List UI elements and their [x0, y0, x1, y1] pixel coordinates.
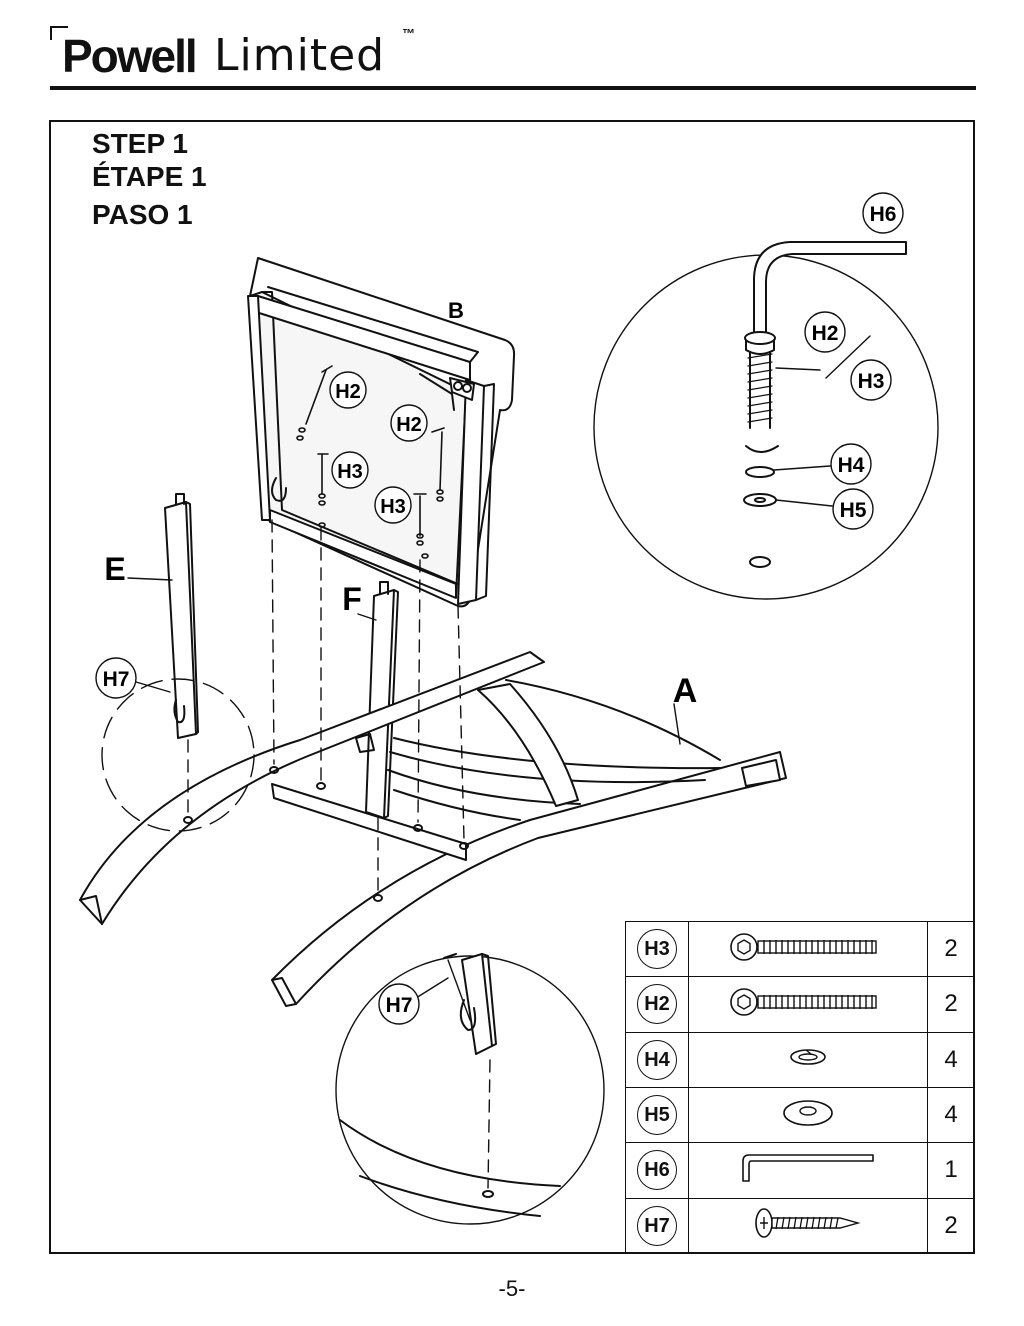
callout-h7-bottom: H7 — [378, 983, 420, 1025]
leg-f — [365, 581, 399, 819]
svg-text:H2: H2 — [812, 322, 839, 345]
table-row: H5 4 — [625, 1086, 975, 1144]
svg-text:H7: H7 — [386, 994, 413, 1017]
hardware-qty: 2 — [927, 1197, 975, 1255]
hardware-code: H7 — [637, 1205, 677, 1246]
callout-h5-detail: H5 — [832, 488, 874, 530]
table-row: H6 1 — [625, 1142, 975, 1199]
leg-e — [164, 493, 199, 739]
hardware-qty: 2 — [927, 976, 975, 1033]
hardware-qty: 4 — [927, 1031, 975, 1088]
hardware-qty: 1 — [927, 1142, 975, 1199]
part-label-a: A — [673, 672, 698, 710]
callout-h6: H6 — [862, 192, 904, 234]
hardware-qty: 4 — [927, 1086, 975, 1144]
allen-key-icon — [742, 1154, 874, 1182]
callout-h3-seat-left: H3 — [331, 451, 369, 489]
header-rule — [50, 86, 976, 90]
table-row: H7 2 — [625, 1197, 975, 1255]
table-row: H2 2 — [625, 976, 975, 1033]
long-bolt-icon — [730, 988, 877, 1016]
step-title-en: STEP 1 — [92, 128, 188, 159]
detail-circle-h7-left — [101, 678, 255, 832]
part-label-e: E — [104, 551, 125, 587]
long-bolt-icon — [730, 932, 877, 961]
hardware-code: H3 — [637, 929, 677, 970]
part-label-b: B — [448, 298, 464, 323]
detail-circle-bolt — [593, 241, 939, 600]
part-label-f: F — [342, 581, 362, 617]
svg-text:H5: H5 — [840, 499, 867, 522]
seat-screws — [296, 365, 445, 559]
flat-washer-icon — [783, 1099, 833, 1126]
hardware-table: H3 2 H2 — [625, 920, 975, 1255]
svg-text:H4: H4 — [838, 454, 865, 477]
step-frame — [49, 120, 975, 1254]
callout-h2-detail: H2 — [804, 311, 846, 353]
step-title-fr: ÉTAPE 1 — [92, 161, 207, 192]
logo-trademark: ™ — [402, 26, 415, 41]
svg-text:H3: H3 — [380, 496, 406, 518]
table-row: H4 4 — [625, 1031, 975, 1088]
logo-corner-mark — [50, 26, 68, 40]
callout-h3-seat-right: H3 — [374, 486, 412, 524]
callout-h3-detail: H3 — [850, 359, 892, 401]
hardware-code: H2 — [637, 984, 677, 1025]
hardware-qty: 2 — [927, 920, 975, 978]
hardware-code: H6 — [637, 1150, 677, 1191]
svg-text:H3: H3 — [858, 370, 885, 393]
wood-screw-icon — [755, 1208, 861, 1239]
hardware-code: H5 — [637, 1095, 677, 1136]
page-number: -5- — [498, 1276, 526, 1301]
svg-text:H7: H7 — [103, 668, 130, 691]
svg-text:H2: H2 — [396, 414, 422, 436]
step-title-es: PASO 1 — [92, 199, 193, 230]
logo-limited: Limited — [214, 30, 386, 81]
powell-limited-logo: Powell Limited ™ — [50, 22, 450, 82]
leader-lines — [127, 577, 681, 999]
lock-washer-icon — [790, 1049, 826, 1066]
logo-powell: Powell — [62, 30, 198, 82]
svg-text:H6: H6 — [870, 203, 897, 226]
svg-text:H2: H2 — [335, 381, 361, 403]
hardware-code: H4 — [637, 1039, 677, 1080]
svg-text:H3: H3 — [337, 461, 363, 483]
callout-h4-detail: H4 — [830, 443, 872, 485]
callout-h2-seat-left: H2 — [329, 371, 367, 409]
seat-b — [247, 257, 516, 608]
callout-h2-seat-right: H2 — [390, 404, 428, 442]
detail-circle-h7 — [335, 953, 605, 1225]
callout-h7-left: H7 — [95, 657, 137, 699]
alignment-guides — [187, 519, 491, 1189]
chair-frame-a — [79, 651, 787, 1007]
table-row: H3 2 — [625, 920, 975, 978]
